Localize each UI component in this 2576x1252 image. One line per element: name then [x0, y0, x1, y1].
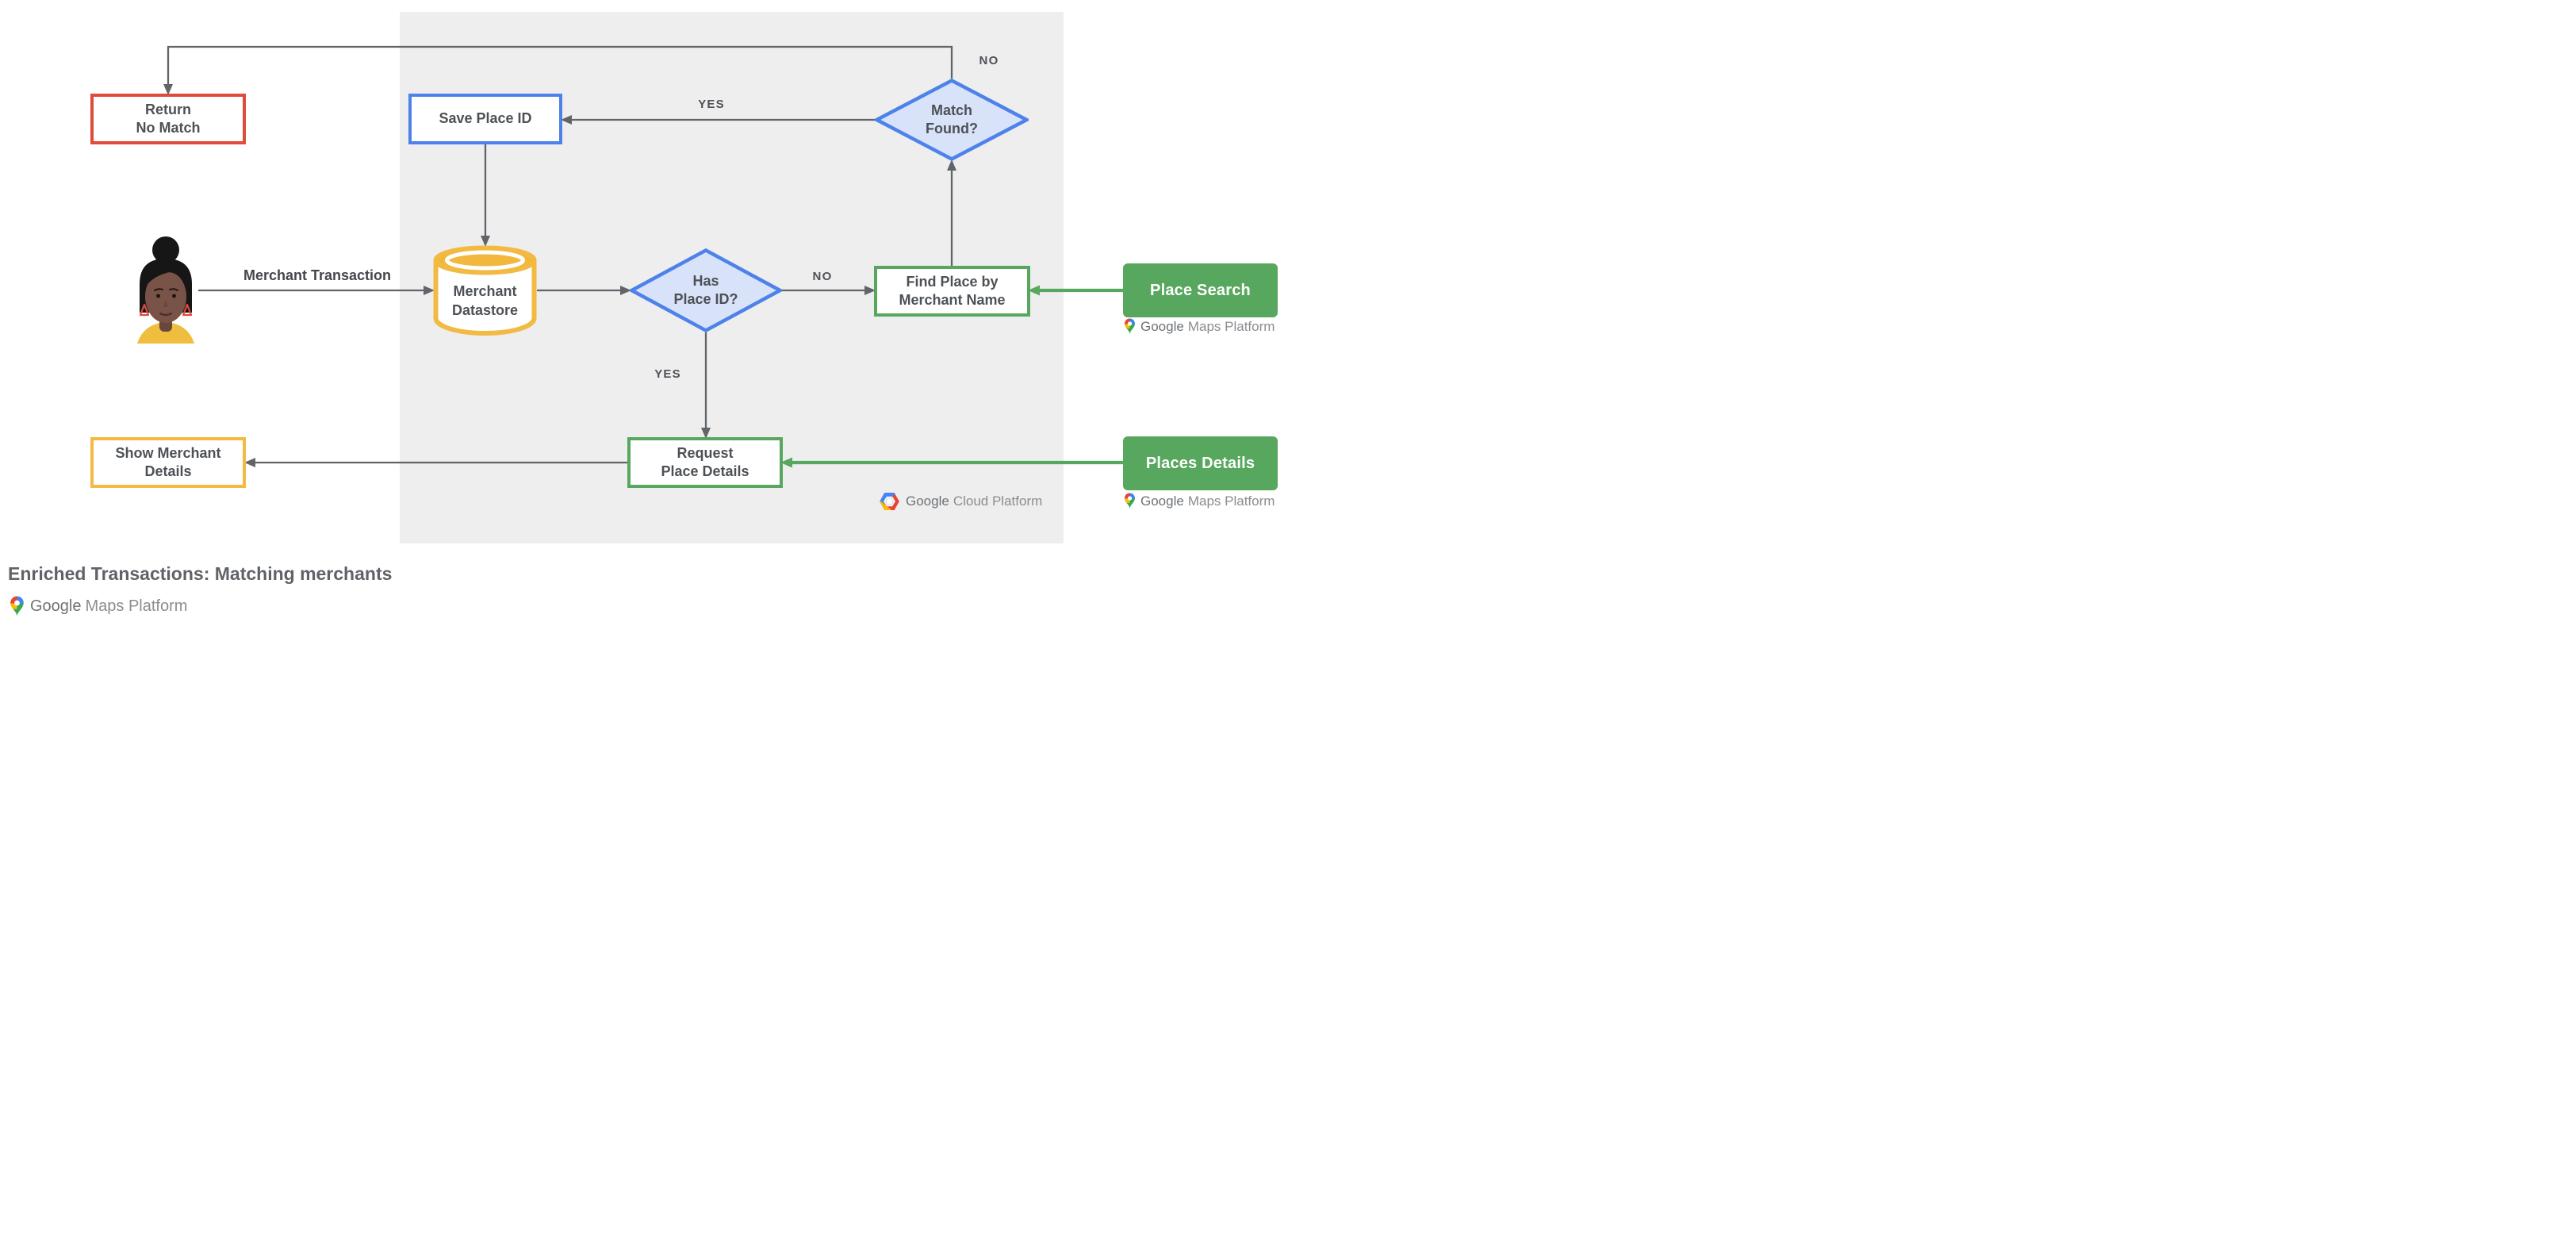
gray-connectors	[163, 45, 956, 467]
google-maps-platform-logo-place-search: Google Maps Platform	[1124, 318, 1275, 335]
google-cloud-platform-logo: Google Cloud Platform	[879, 492, 1042, 511]
logo-google-text: Google	[1140, 318, 1184, 334]
google-maps-pin-icon	[10, 596, 24, 617]
node-show-merchant-details: Show Merchant Details	[90, 437, 246, 488]
logo-google-text: Google	[906, 494, 949, 509]
node-merchant-datastore: Merchant Datastore	[433, 245, 537, 336]
logo-product-text: Maps Platform	[1187, 318, 1275, 334]
google-maps-pin-icon	[1125, 318, 1135, 335]
node-save-place-id-label: Save Place ID	[439, 110, 532, 127]
logo-product-text: Maps Platform	[85, 597, 188, 615]
edge-label-merchant-transaction: Merchant Transaction	[243, 267, 392, 283]
node-place-search-label: Place Search	[1150, 282, 1251, 299]
google-maps-platform-logo-places-details: Google Maps Platform	[1124, 493, 1275, 509]
node-find-place-label: Find Place by Merchant Name	[899, 273, 1006, 308]
edge-matchfound-no-to-return	[163, 45, 953, 95]
node-save-place-id: Save Place ID	[408, 94, 562, 144]
diamond-shape	[630, 248, 782, 332]
node-find-place-by-merchant-name: Find Place by Merchant Name	[874, 266, 1030, 317]
flowchart-canvas: Return No Match Save Place ID Find Place…	[0, 0, 1288, 626]
diagram-title: Enriched Transactions: Matching merchant…	[8, 563, 393, 584]
node-places-details-api: Places Details	[1123, 436, 1278, 490]
node-request-place-details-label: Request Place Details	[661, 444, 749, 479]
node-show-merchant-details-label: Show Merchant Details	[115, 444, 221, 479]
diamond-shape	[875, 79, 1029, 161]
merchant-user-avatar	[137, 236, 194, 344]
edge-label-match-found-yes: YES	[698, 98, 725, 111]
google-maps-platform-logo-footer: Google Maps Platform	[10, 596, 187, 617]
node-has-place-id-label: Has Place ID?	[673, 272, 738, 307]
node-has-place-id-decision: Has Place ID?	[630, 248, 782, 332]
node-places-details-label: Places Details	[1145, 455, 1255, 472]
node-return-no-match: Return No Match	[90, 94, 246, 144]
connector-lines	[163, 45, 1123, 468]
edge-label-match-found-no: NO	[979, 54, 999, 67]
node-return-no-match-label: Return No Match	[136, 101, 201, 136]
node-match-found-decision: Match Found?	[875, 79, 1029, 161]
logo-product-text: Maps Platform	[1187, 493, 1275, 509]
node-place-search-api: Place Search	[1123, 263, 1278, 317]
google-maps-pin-icon	[1125, 493, 1135, 509]
logo-product-text: Cloud Platform	[953, 494, 1043, 509]
logo-google-text: Google	[1140, 493, 1184, 509]
node-merchant-datastore-label: Merchant Datastore	[451, 283, 519, 318]
database-cylinder-icon	[433, 245, 537, 336]
logo-google-text: Google	[30, 597, 82, 615]
google-cloud-hexagon-icon	[880, 493, 899, 510]
node-match-found-label: Match Found?	[926, 102, 978, 136]
edge-label-has-place-id-yes: YES	[654, 367, 681, 381]
green-connectors	[780, 285, 1123, 468]
edge-label-has-place-id-no: NO	[812, 270, 833, 283]
node-request-place-details: Request Place Details	[627, 437, 783, 488]
